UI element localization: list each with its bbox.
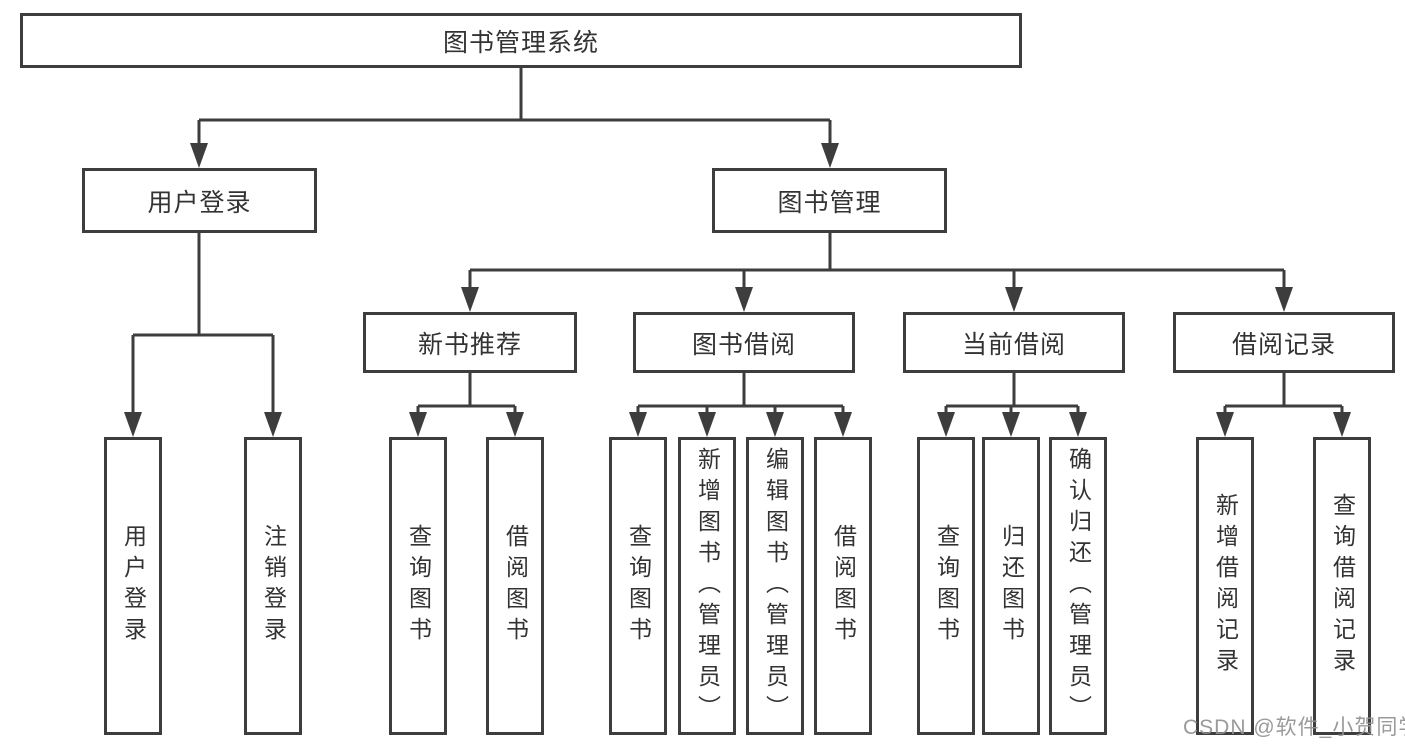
connector-user-login-group [131, 233, 275, 415]
arrowheads [124, 143, 1351, 437]
arrowhead [190, 143, 208, 168]
node-leaf-query-borrow-record: 查询借阅记录 [1313, 437, 1371, 735]
connector-lines [131, 68, 1344, 415]
connector-borrow-records-group [1223, 373, 1344, 415]
node-book-management: 图书管理 [712, 168, 947, 233]
arrowhead [506, 412, 524, 437]
node-leaf-logout: 注销登录 [244, 437, 302, 735]
node-label: 注销登录 [260, 524, 287, 648]
node-label: 新增借阅记录 [1212, 493, 1239, 679]
arrowhead [1333, 412, 1351, 437]
node-label: 查询图书 [933, 524, 960, 648]
node-label: 查询图书 [625, 524, 652, 648]
arrowhead [264, 412, 282, 437]
connector-book-mgmt-group [468, 233, 1286, 290]
arrowhead [1005, 287, 1023, 312]
arrowhead [1216, 412, 1234, 437]
arrowhead [461, 287, 479, 312]
node-book-borrowing: 图书借阅 [633, 312, 855, 373]
node-leaf-cb-query-books: 查询图书 [917, 437, 975, 735]
connector-root-trunk [197, 68, 832, 146]
node-leaf-user-login: 用户登录 [104, 437, 162, 735]
connector-new-book-rec-group [416, 373, 517, 415]
node-leaf-rec-query-books: 查询图书 [389, 437, 447, 735]
arrowhead [834, 412, 852, 437]
node-label: 查询借阅记录 [1329, 493, 1356, 679]
arrowhead [821, 143, 839, 168]
connector-book-borrow-group [636, 373, 845, 415]
node-leaf-bb-borrow-books: 借阅图书 [814, 437, 872, 735]
node-leaf-rec-borrow-books: 借阅图书 [486, 437, 544, 735]
node-label: 新增图书（管理员） [694, 446, 721, 726]
node-label: 查询图书 [405, 524, 432, 648]
node-leaf-add-borrow-record: 新增借阅记录 [1196, 437, 1254, 735]
arrowhead [409, 412, 427, 437]
arrowhead [766, 412, 784, 437]
node-leaf-bb-query-books: 查询图书 [609, 437, 667, 735]
connector-current-borrow-group [944, 373, 1080, 415]
node-label: 借阅图书 [830, 524, 857, 648]
node-leaf-cb-return-books: 归还图书 [982, 437, 1040, 735]
node-label: 归还图书 [998, 524, 1025, 648]
node-leaf-bb-edit-books-admin: 编辑图书（管理员） [746, 437, 804, 735]
node-borrowing-records: 借阅记录 [1173, 312, 1395, 373]
arrowhead [124, 412, 142, 437]
node-label: 确认归还（管理员） [1065, 446, 1092, 726]
arrowhead [1069, 412, 1087, 437]
arrowhead [629, 412, 647, 437]
node-label: 用户登录 [120, 524, 147, 648]
node-new-book-recommendation: 新书推荐 [363, 312, 577, 373]
arrowhead [1002, 412, 1020, 437]
node-library-management-system: 图书管理系统 [20, 13, 1022, 68]
arrowhead [698, 412, 716, 437]
node-leaf-cb-confirm-return-admin: 确认归还（管理员） [1049, 437, 1107, 735]
node-label: 借阅图书 [502, 524, 529, 648]
node-user-login: 用户登录 [82, 168, 317, 233]
node-leaf-bb-add-books-admin: 新增图书（管理员） [678, 437, 736, 735]
node-label: 编辑图书（管理员） [762, 446, 789, 726]
arrowhead [937, 412, 955, 437]
arrowhead [735, 287, 753, 312]
node-current-borrowing: 当前借阅 [903, 312, 1125, 373]
arrowhead [1275, 287, 1293, 312]
csdn-watermark: CSDN @软件_小贺同学 [1183, 716, 1405, 739]
